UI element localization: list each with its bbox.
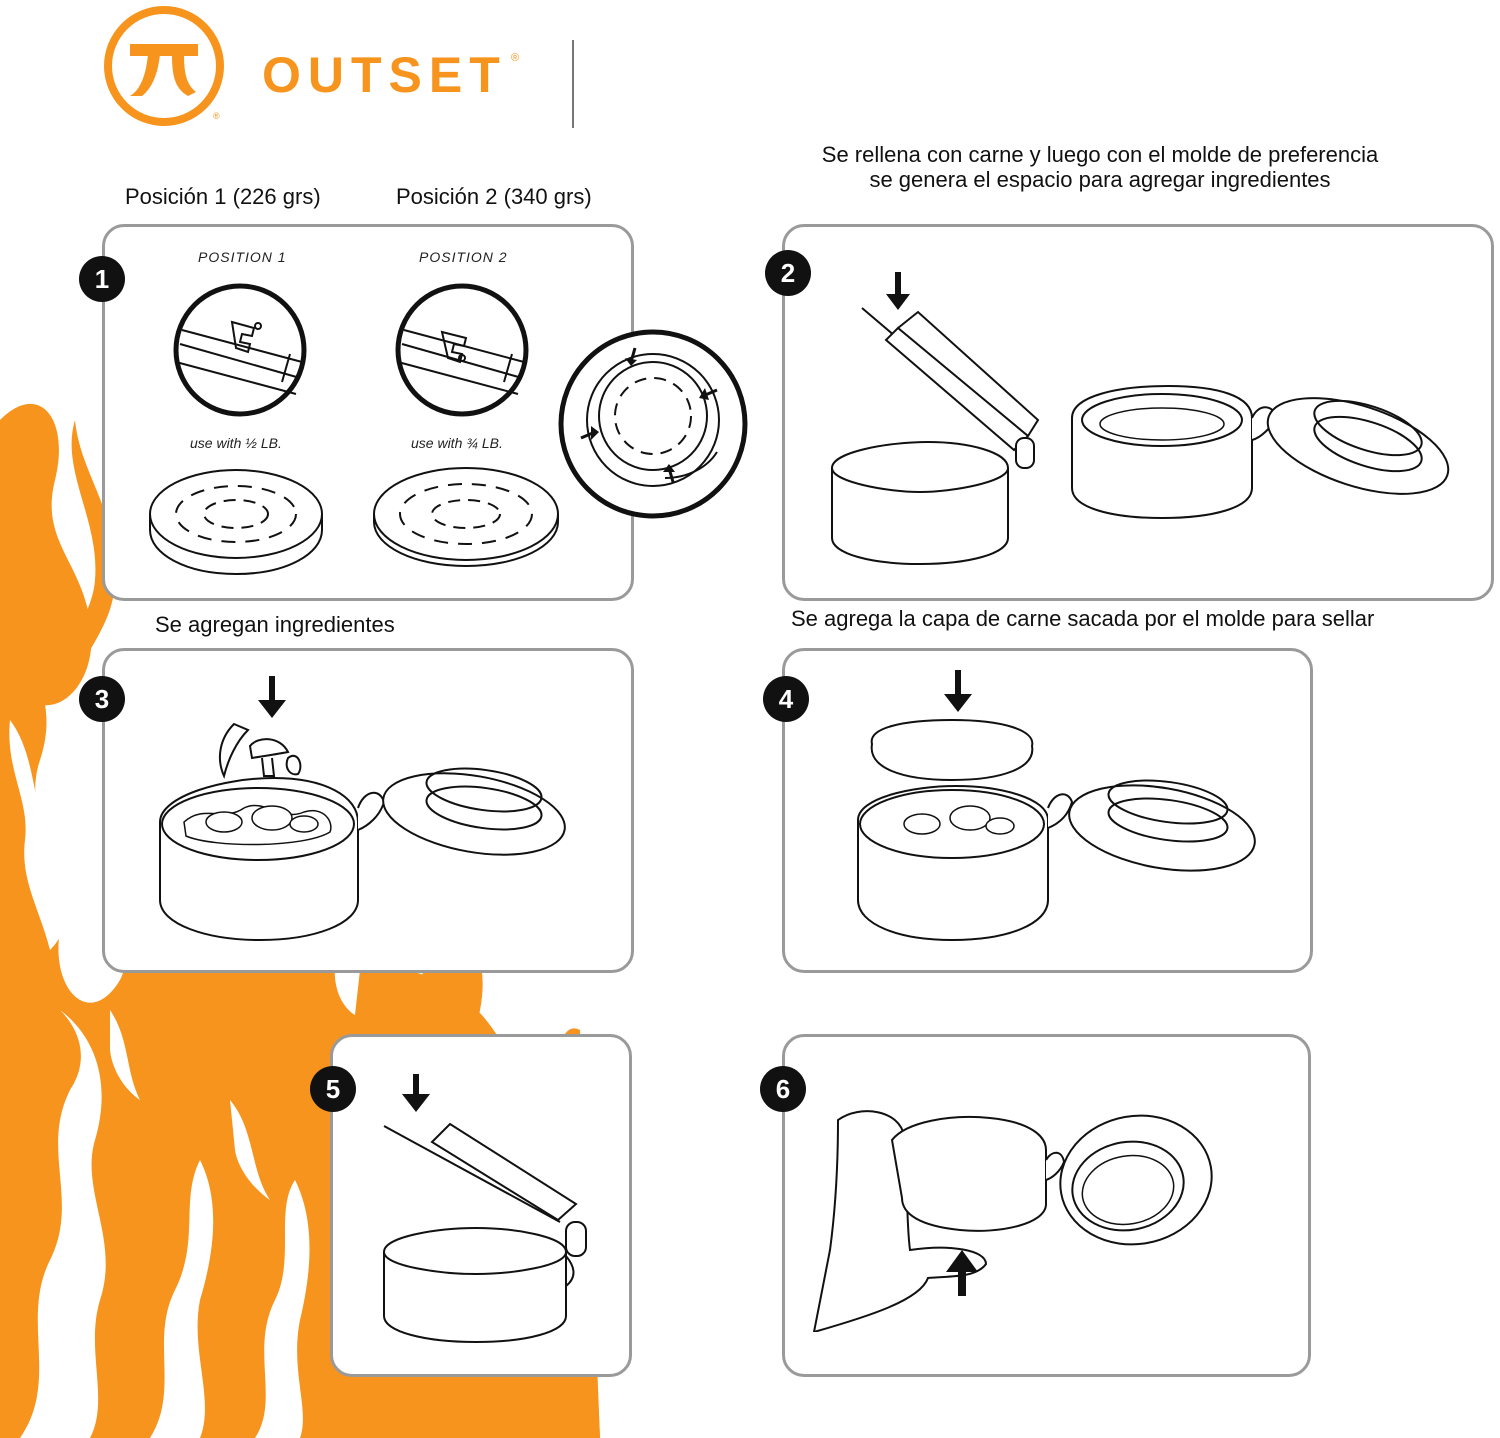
step-3-badge: 3 (79, 676, 125, 722)
outset-pi-logo-icon (104, 6, 224, 126)
step-2-press-illustration (831, 272, 1450, 566)
caption-step-3: Se agregan ingredientes (155, 612, 395, 637)
half-pound-patty-icon (149, 469, 323, 576)
step-6-release-illustration (812, 1110, 1213, 1332)
caption-step-4: Se agrega la capa de carne sacada por el… (791, 606, 1375, 631)
step-2-badge: 2 (765, 250, 811, 296)
use-half-pound-label: use with ½ LB. (190, 435, 282, 451)
caption-position-1: Posición 1 (226 grs) (125, 184, 321, 209)
step-5-badge: 5 (310, 1066, 356, 1112)
step-6-badge: 6 (760, 1066, 806, 1112)
header-divider (572, 40, 574, 128)
step-5-press-down-illustration (383, 1074, 587, 1344)
caption-step-2: Se rellena con carne y luego con el mold… (790, 142, 1410, 192)
use-three-quarter-pound-label: use with ¾ LB. (411, 435, 503, 451)
caption-position-2: Posición 2 (340 grs) (396, 184, 592, 209)
position-2-detail-icon (395, 283, 529, 417)
brand-name: OUTSET (262, 47, 507, 103)
caption-step-2-line-1: Se rellena con carne y luego con el mold… (821, 142, 1379, 167)
step-4-badge: 4 (763, 676, 809, 722)
step-3-ingredients-illustration (159, 676, 566, 942)
step-4-seal-illustration (857, 670, 1256, 942)
position-2-label: POSITION 2 (419, 249, 508, 265)
caption-step-2-line-2: se genera el espacio para agregar ingred… (869, 167, 1331, 192)
press-top-view-icon (558, 329, 748, 519)
step-1-badge: 1 (79, 256, 125, 302)
three-quarter-pound-patty-icon (373, 467, 559, 568)
position-1-label: POSITION 1 (198, 249, 287, 265)
logo-registered-mark: ® (213, 111, 220, 121)
brand-registered-mark: ® (511, 52, 520, 64)
position-1-detail-icon (173, 283, 307, 417)
